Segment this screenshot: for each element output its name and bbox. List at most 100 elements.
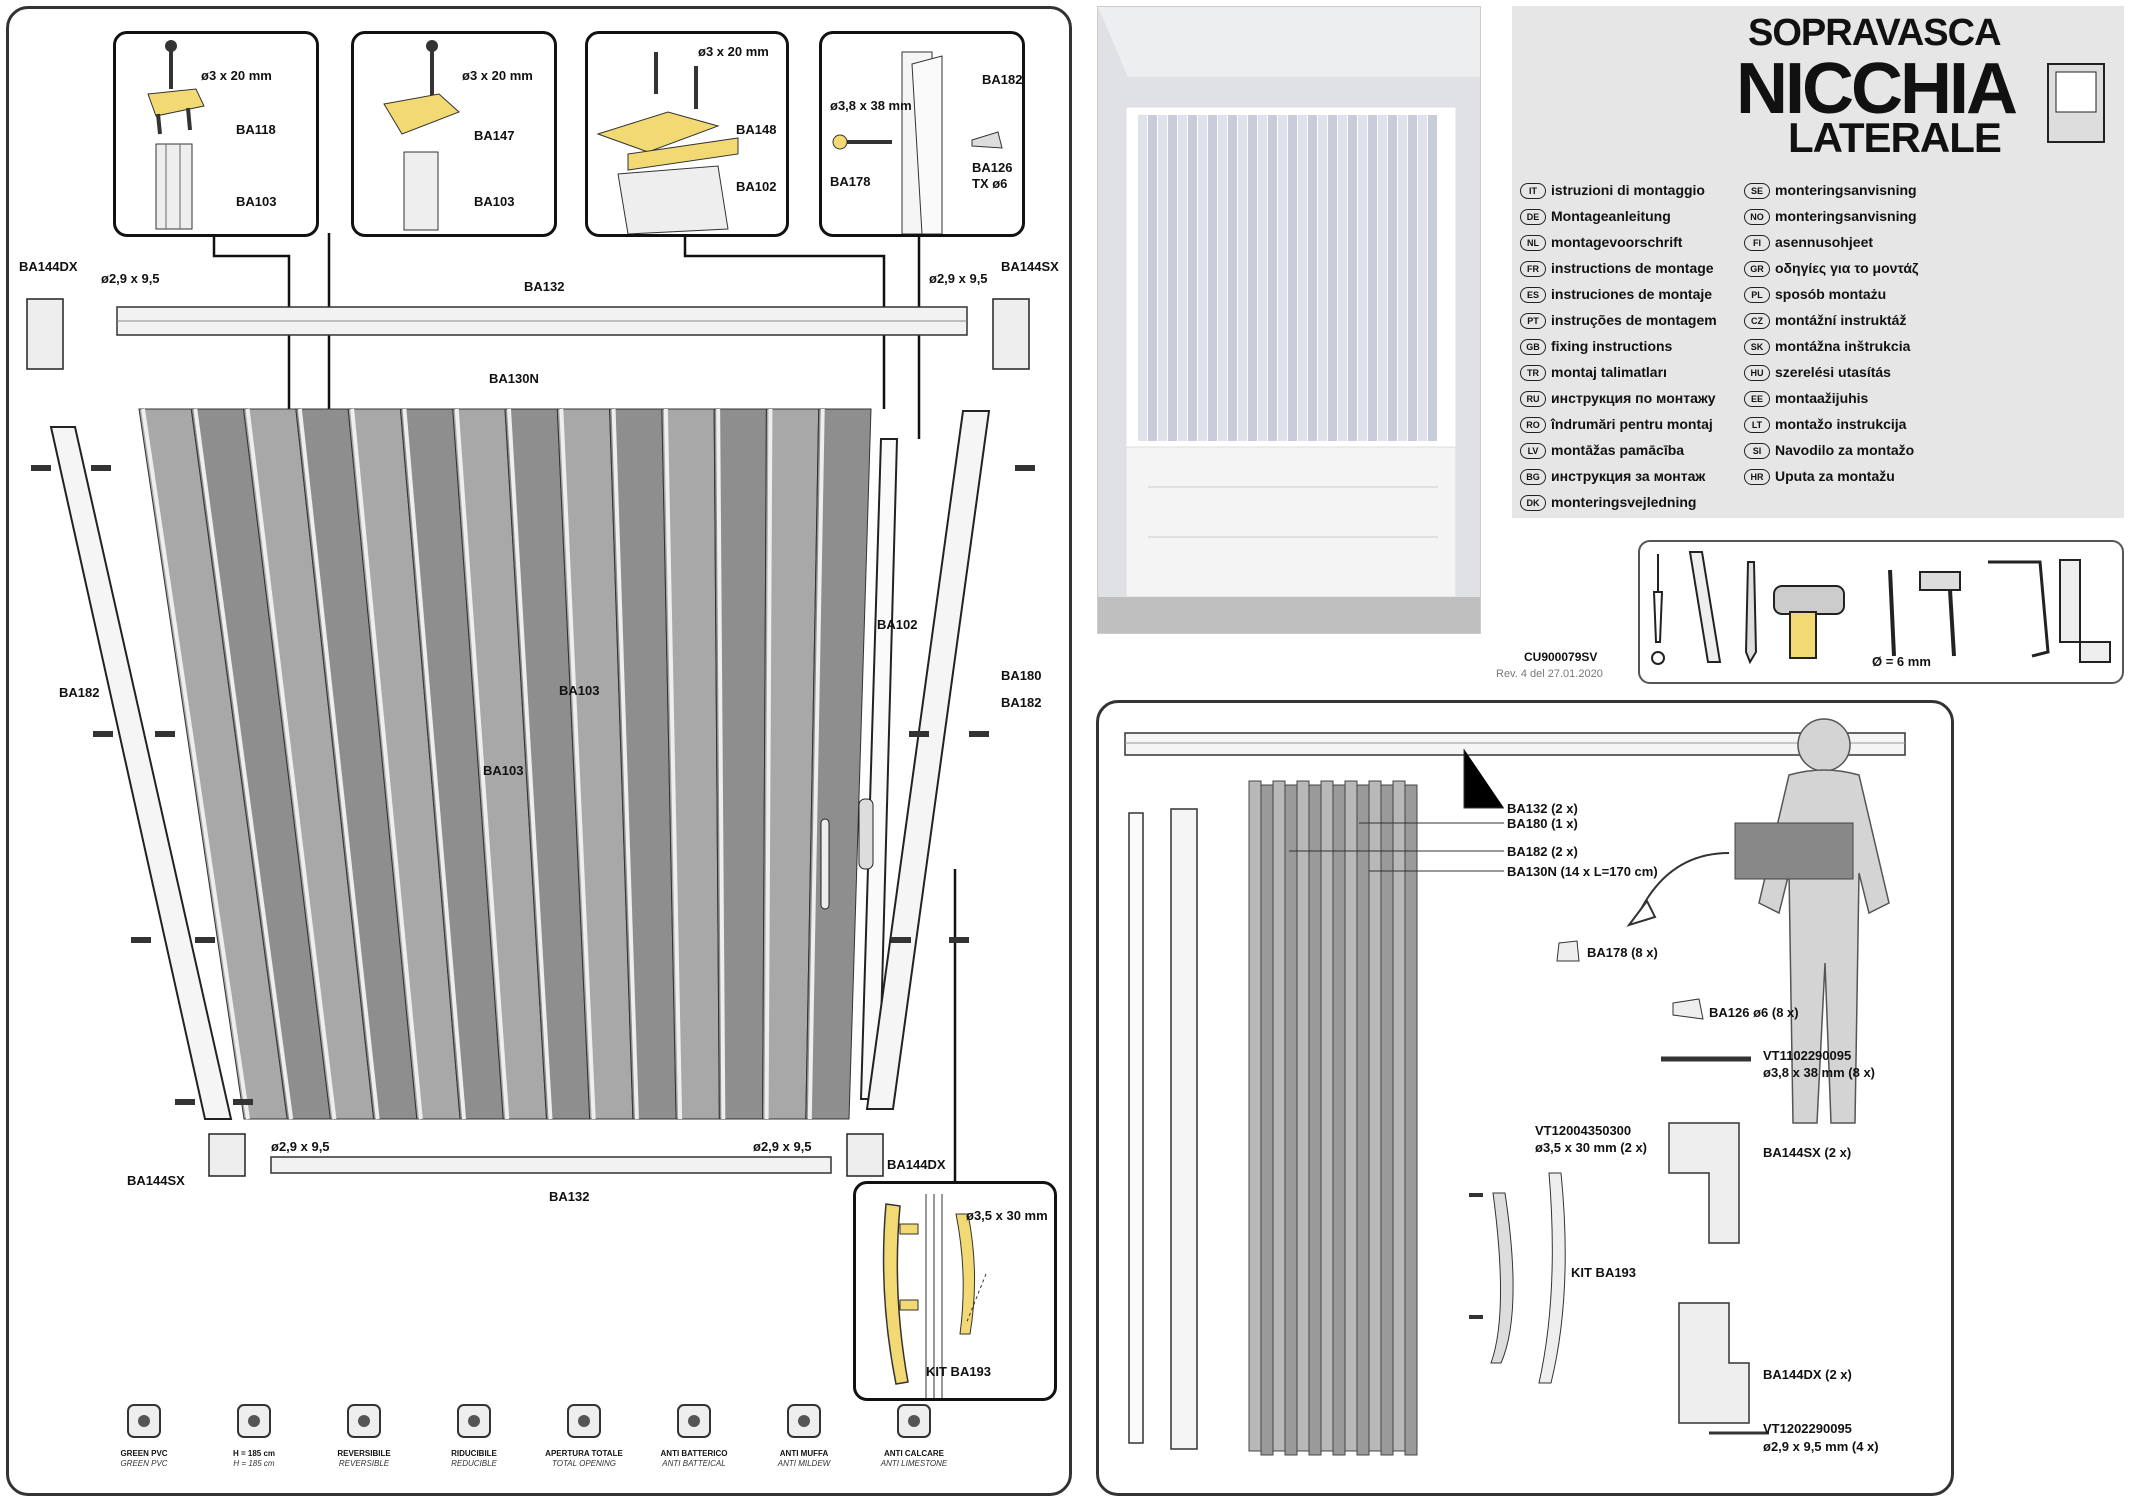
photo-panel-strip <box>1268 115 1277 441</box>
parts-ba144sx: BA144SX (2 x) <box>1763 1145 1852 1160</box>
label-ba182-right: BA182 <box>1001 695 1042 710</box>
language-code-badge: PT <box>1520 313 1546 330</box>
language-text: montaažijuhis <box>1775 390 1869 406</box>
language-code-badge: IT <box>1520 183 1546 200</box>
panel-stack-piece <box>1404 784 1418 1456</box>
screw-icon <box>175 1099 195 1105</box>
panel-edge <box>663 408 683 1120</box>
inset4-part-a-label: BA182 <box>982 72 1023 87</box>
language-text: istruzioni di montaggio <box>1551 182 1705 198</box>
silicone-gun-icon <box>1919 571 1961 657</box>
feature-sublabel: H = 185 cm <box>233 1459 275 1468</box>
photo-panel-strip <box>1158 115 1167 441</box>
label-screw-bottom-left: ø2,9 x 9,5 <box>271 1139 330 1154</box>
language-text: szerelési utasítás <box>1775 364 1891 380</box>
language-text: instructions de montage <box>1551 260 1714 276</box>
parts-vt1102: VT1102290095 <box>1763 1048 1852 1063</box>
ba147-clip-drawing <box>383 40 460 231</box>
language-code-badge: FR <box>1520 261 1546 278</box>
ba182-post-drawing <box>832 51 1003 234</box>
shower-screen-photo <box>1098 7 1480 633</box>
panel-stack-piece <box>1344 780 1358 1452</box>
panel-edge <box>807 408 825 1120</box>
anti-mildew-icon <box>787 1404 821 1438</box>
label-ba180: BA180 <box>1001 668 1042 683</box>
photo-panel-strip <box>1348 115 1357 441</box>
parts-ba178: BA178 (8 x) <box>1587 945 1658 960</box>
language-item: LV montāžas pamācība <box>1520 442 1685 460</box>
language-code-badge: EE <box>1744 391 1770 408</box>
screw-icon <box>949 937 969 943</box>
detail-inset-handle: ø3,5 x 30 mm KIT BA193 <box>853 1181 1057 1401</box>
panel-edge <box>716 408 726 1120</box>
screw-icon <box>233 1099 253 1105</box>
feature-sublabel: GREEN PVC <box>120 1459 168 1468</box>
label-ba102: BA102 <box>877 617 918 632</box>
feature-sublabel: TOTAL OPENING <box>551 1459 616 1468</box>
feature-label: APERTURA TOTALE <box>545 1449 623 1458</box>
screw-icon <box>31 465 51 471</box>
tools-box: Ø = 6 mm <box>1638 540 2124 684</box>
panel-edge <box>764 408 773 1120</box>
language-text: instruciones de montaje <box>1551 286 1713 302</box>
language-code-badge: DK <box>1520 495 1546 512</box>
drill-bit-icon <box>1888 569 1896 657</box>
label-screw-top-right: ø2,9 x 9,5 <box>929 271 988 286</box>
language-text: sposób montażu <box>1775 286 1887 302</box>
feature-sublabel: ANTI LIMESTONE <box>880 1459 948 1468</box>
language-code-badge: HR <box>1744 469 1770 486</box>
language-code-badge: FI <box>1744 235 1770 252</box>
language-text: montāžas pamācība <box>1551 442 1685 458</box>
panel-stack-piece <box>1368 780 1382 1452</box>
reversible-icon <box>347 1404 381 1438</box>
language-text: asennusohjeet <box>1775 234 1874 250</box>
inset2-part-b-label: BA103 <box>474 194 515 209</box>
feature-label: H = 185 cm <box>232 1449 276 1458</box>
language-text: инструкция по монтажу <box>1551 390 1716 406</box>
panel-stack-piece <box>1356 784 1370 1456</box>
screw-icon <box>195 937 215 943</box>
language-item: FR instructions de montage <box>1520 260 1714 278</box>
parts-ba130n: BA130N (14 x L=170 cm) <box>1507 864 1658 879</box>
label-panels: BA130N <box>489 371 539 386</box>
language-code-badge: NL <box>1520 235 1546 252</box>
language-text: montažo instrukcija <box>1775 416 1907 432</box>
doc-code: CU900079SV <box>1524 650 1598 664</box>
parts-ba180: BA180 (1 x) <box>1507 816 1578 831</box>
panel-stack-piece <box>1308 784 1322 1456</box>
photo-panel-strip <box>1258 115 1267 441</box>
ba148-clip-drawing <box>596 52 739 234</box>
language-code-badge: LV <box>1520 443 1546 460</box>
panel-edge <box>193 408 294 1120</box>
photo-panel-strip <box>1228 115 1237 441</box>
language-text: monteringsanvisning <box>1775 182 1917 198</box>
feature-sublabel: ANTI BATTEICAL <box>662 1459 726 1468</box>
parts-list-drawing <box>1124 718 1906 1456</box>
inset4-part-c-label: BA126 <box>972 160 1013 175</box>
language-code-badge: HU <box>1744 365 1770 382</box>
leaves-icon <box>127 1404 161 1438</box>
label-ba144sx-bottom: BA144SX <box>127 1173 185 1188</box>
photo-panel-strip <box>1138 115 1147 441</box>
language-code-badge: TR <box>1520 365 1546 382</box>
feature-label: RIDUCIBILE <box>451 1449 497 1458</box>
inset1-part-a-label: BA118 <box>236 122 276 137</box>
panel-stack-piece <box>1392 780 1406 1452</box>
language-text: monteringsanvisning <box>1775 208 1917 224</box>
label-screw-top-left: ø2,9 x 9,5 <box>101 271 160 286</box>
parts-vt1202-size: ø2,9 x 9,5 mm (4 x) <box>1763 1439 1879 1454</box>
product-photo <box>1097 6 1481 634</box>
language-code-badge: LT <box>1744 417 1770 434</box>
panel-edge <box>245 408 337 1120</box>
